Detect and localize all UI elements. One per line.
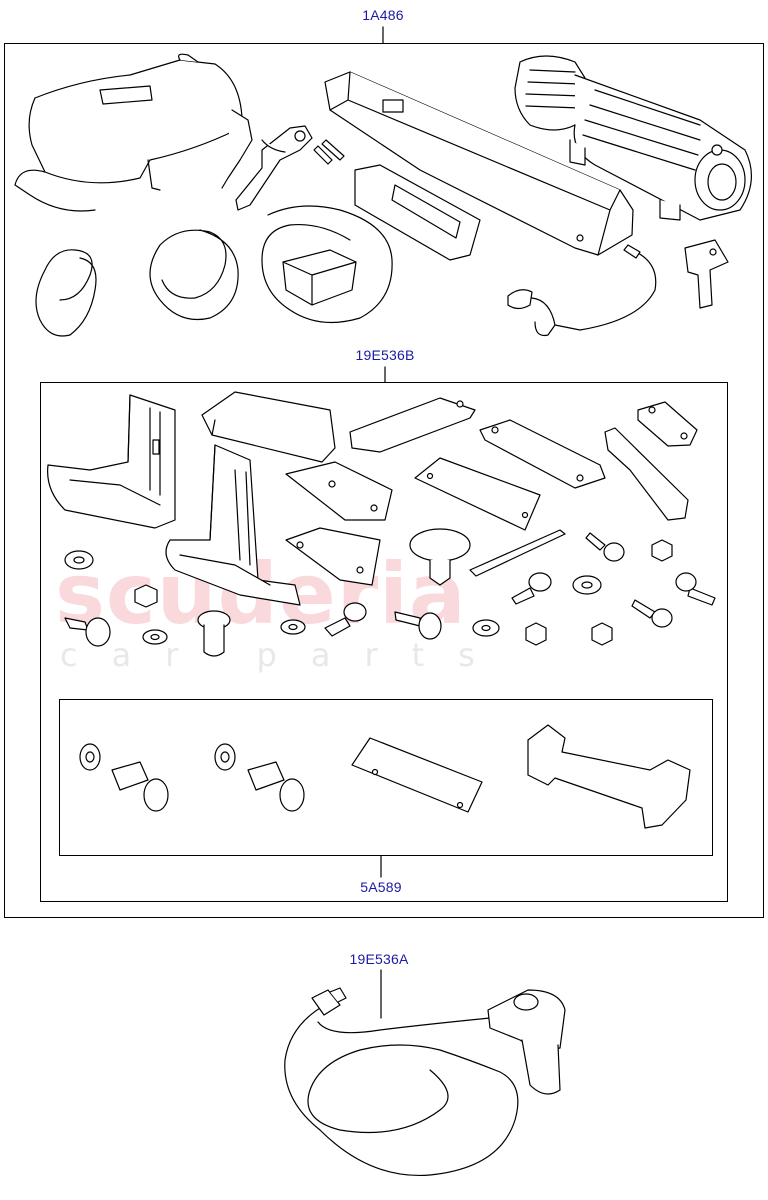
fairlead bbox=[354, 164, 481, 261]
long-bracket-1 bbox=[349, 397, 476, 453]
remote-handset bbox=[487, 989, 566, 1095]
small-bracket bbox=[684, 239, 729, 309]
control-box bbox=[282, 249, 357, 306]
cover-plate bbox=[201, 391, 336, 463]
large-bracket-left bbox=[47, 394, 176, 529]
cable-coil-1 bbox=[35, 249, 97, 337]
label-19E536B[interactable]: 19E536B bbox=[355, 347, 415, 363]
bolts bbox=[64, 532, 716, 647]
winch-cable bbox=[507, 244, 657, 337]
strap-bracket bbox=[604, 427, 689, 521]
large-bracket-center bbox=[165, 444, 301, 606]
label-5A589[interactable]: 5A589 bbox=[360, 879, 402, 895]
remote-plug bbox=[311, 987, 347, 1016]
remote-cable bbox=[284, 1004, 519, 1177]
watermark-sub: car parts bbox=[60, 636, 509, 674]
gusset-2 bbox=[285, 527, 381, 586]
flat-plate bbox=[414, 457, 541, 531]
spacer bbox=[197, 610, 231, 657]
winch-mount-plate bbox=[324, 71, 634, 256]
label-19E536A[interactable]: 19E536A bbox=[349, 951, 409, 967]
small-mount bbox=[637, 401, 698, 447]
long-bracket-2 bbox=[479, 419, 606, 489]
clevis-bracket bbox=[235, 125, 313, 211]
quarter-turn-fasteners bbox=[111, 761, 305, 812]
cable-coil-3 bbox=[261, 205, 393, 324]
bracket-gusset bbox=[285, 461, 393, 521]
cable-coil-2 bbox=[149, 229, 239, 321]
nuts bbox=[134, 539, 673, 646]
guide-washers bbox=[79, 743, 236, 771]
winch-motor bbox=[514, 55, 753, 221]
label-1A486[interactable]: 1A486 bbox=[362, 7, 404, 23]
guide-bracket bbox=[527, 724, 691, 829]
winch-cover bbox=[14, 53, 253, 212]
push-clip bbox=[409, 528, 471, 586]
cable-tie bbox=[469, 529, 566, 577]
mounting-kit-frame bbox=[40, 382, 728, 902]
guide-kit-frame bbox=[59, 699, 713, 856]
guide-plate bbox=[351, 737, 483, 813]
washers bbox=[64, 550, 602, 645]
outer-kit-frame bbox=[4, 43, 764, 918]
pins bbox=[313, 139, 345, 165]
